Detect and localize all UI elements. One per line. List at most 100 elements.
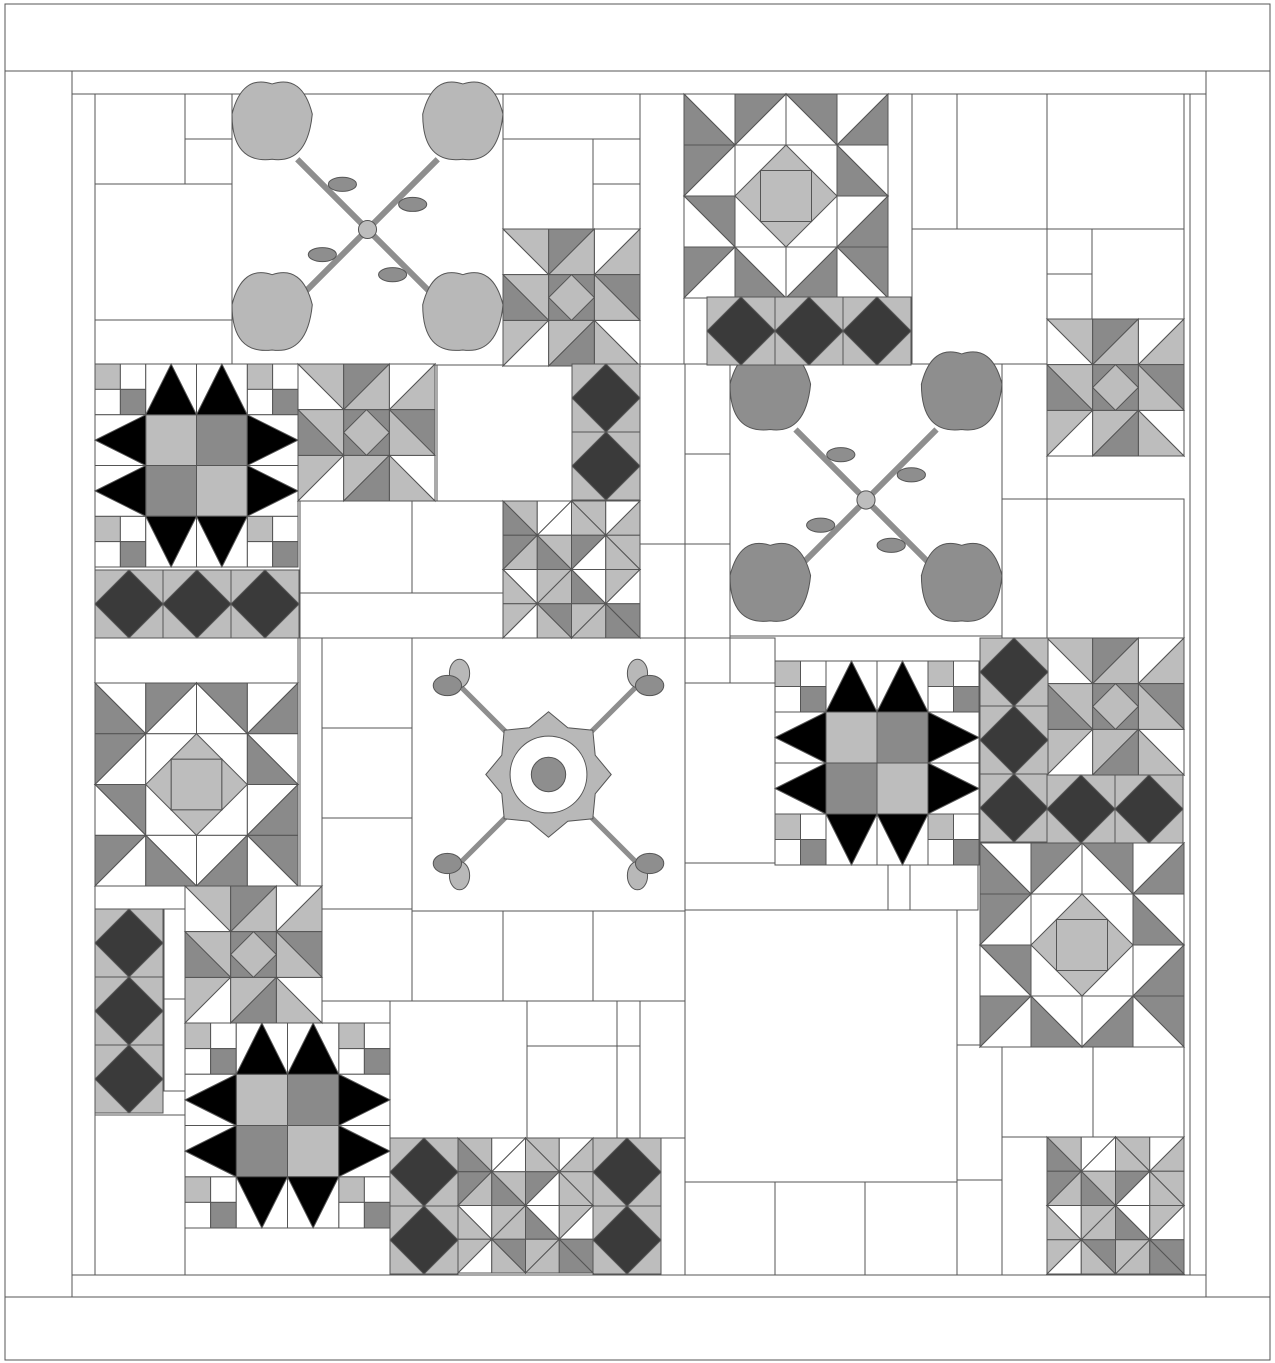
checker-patch	[775, 687, 801, 713]
leaf	[308, 248, 336, 262]
center-square	[171, 759, 222, 810]
sawtooth-star-block-left	[95, 683, 298, 886]
square-in-square-strip-bottom	[390, 1206, 458, 1274]
plain-filler-patch	[1002, 1137, 1047, 1275]
checker-patch	[273, 542, 298, 567]
plain-filler-patch	[593, 139, 640, 184]
eight-point-star-block-bottom	[185, 1023, 390, 1228]
plain-filler-patch	[164, 909, 185, 999]
plain-filler-patch	[412, 909, 503, 1001]
plain-filler-patch	[640, 364, 685, 544]
plain-filler-patch	[185, 94, 232, 139]
center-patch	[826, 763, 877, 814]
checker-patch	[211, 1202, 237, 1228]
checker-patch	[775, 840, 801, 866]
checker-patch	[247, 542, 272, 567]
plain-filler-patch	[730, 638, 775, 683]
bud	[635, 675, 663, 695]
square-in-square-strip-mid	[572, 364, 640, 500]
checker-patch	[954, 661, 980, 687]
plain-filler-patch	[1093, 1045, 1184, 1137]
plain-filler-patch	[300, 501, 412, 593]
checker-patch	[364, 1177, 390, 1203]
plain-filler-patch	[322, 728, 412, 818]
checker-patch	[211, 1049, 237, 1075]
square-in-square-strip-right	[980, 638, 1048, 842]
checker-patch	[120, 364, 145, 389]
plain-filler-patch	[185, 1228, 390, 1275]
plain-filler-patch	[1047, 499, 1184, 639]
leaf	[897, 468, 925, 482]
checker-patch	[928, 840, 954, 866]
center-patch	[236, 1126, 287, 1177]
plain-filler-patch	[957, 1045, 1002, 1180]
plain-filler-patch	[912, 229, 1047, 364]
checker-patch	[185, 1049, 211, 1075]
plain-filler-patch	[300, 593, 503, 638]
checker-patch	[273, 389, 298, 414]
center-patch	[197, 466, 248, 517]
plain-filler-patch	[390, 1001, 527, 1138]
tulip-flower	[921, 352, 1002, 430]
small-star-block-c	[1047, 319, 1184, 456]
plain-filler-patch	[164, 999, 185, 1091]
checker-patch	[954, 814, 980, 840]
plain-filler-patch	[775, 1182, 865, 1275]
plain-filler-patch	[527, 1001, 617, 1046]
checker-patch	[120, 389, 145, 414]
small-star-block-d	[1047, 638, 1184, 775]
square-in-square-strip-right-h	[1047, 775, 1183, 843]
plain-filler-patch	[957, 94, 1047, 229]
plain-filler-patch	[1002, 499, 1047, 639]
plain-filler-patch	[95, 320, 232, 364]
checker-patch	[95, 364, 120, 389]
plain-filler-patch	[1092, 229, 1184, 319]
checker-patch	[185, 1023, 211, 1049]
small-star-block-e	[185, 886, 322, 1023]
plain-filler-patch	[95, 886, 185, 909]
tulip-applique-block-top-left	[232, 82, 503, 365]
checker-patch	[211, 1177, 237, 1203]
plain-filler-patch	[685, 1182, 775, 1275]
checker-patch	[928, 687, 954, 713]
plain-filler-patch	[95, 638, 298, 683]
plain-filler-patch	[685, 454, 730, 544]
pinwheel-block-bottom-right	[1047, 1137, 1184, 1274]
checker-patch	[339, 1202, 365, 1228]
plain-filler-patch	[1047, 94, 1184, 229]
plain-filler-patch	[888, 863, 910, 910]
checker-patch	[185, 1177, 211, 1203]
plain-filler-patch	[412, 501, 503, 593]
plain-filler-patch	[527, 1046, 617, 1138]
center-patch	[146, 415, 197, 466]
plain-filler-patch	[503, 139, 593, 229]
square-in-square-strip-bottom	[390, 1138, 458, 1206]
flower-applique-block	[412, 638, 685, 911]
leaf	[827, 448, 855, 462]
center-patch	[197, 415, 248, 466]
plain-filler-patch	[617, 1046, 640, 1138]
plain-filler-patch	[685, 638, 730, 683]
checker-patch	[95, 389, 120, 414]
plain-filler-patch	[437, 364, 572, 501]
checker-patch	[247, 389, 272, 414]
center-circle	[857, 491, 875, 509]
tulip-flower	[423, 273, 503, 351]
checker-patch	[273, 364, 298, 389]
small-star-block-b	[298, 364, 435, 501]
plain-filler-patch	[685, 683, 775, 863]
checker-patch	[339, 1049, 365, 1075]
center-patch	[288, 1074, 339, 1125]
plain-filler-patch	[640, 94, 684, 364]
checker-patch	[247, 516, 272, 541]
plain-filler-patch	[503, 94, 640, 139]
plain-filler-patch	[593, 184, 640, 229]
plain-filler-patch	[322, 638, 412, 728]
checker-patch	[364, 1023, 390, 1049]
bud	[433, 853, 461, 873]
flower-center	[531, 757, 565, 791]
center-patch	[877, 763, 928, 814]
square-in-square-strip-left	[95, 570, 299, 638]
plain-filler-patch	[322, 909, 412, 1001]
